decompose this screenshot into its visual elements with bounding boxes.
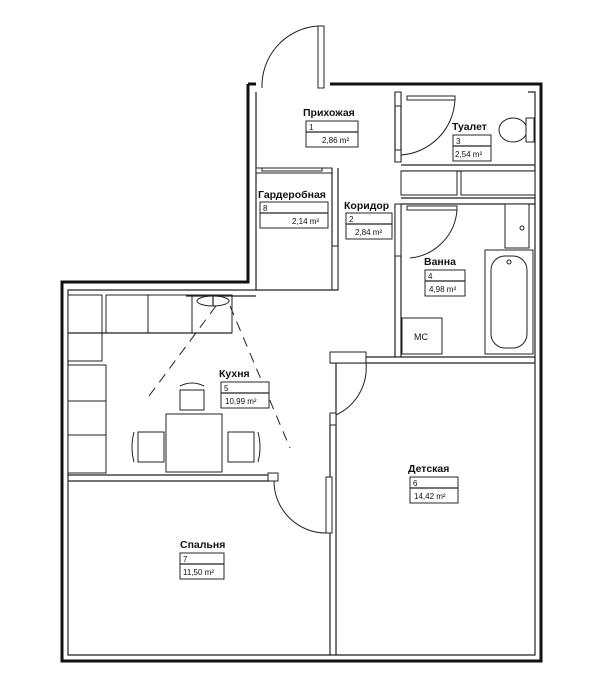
room-area: 10,99 m² <box>225 397 257 406</box>
room-number: 3 <box>456 137 461 146</box>
hood-lines <box>145 305 291 449</box>
entrance-wall <box>261 25 325 89</box>
room-area: 2,84 m² <box>355 228 382 237</box>
room-number: 1 <box>309 123 314 132</box>
mc-label: МС <box>414 332 428 342</box>
doors <box>261 95 458 534</box>
room-number: 4 <box>428 272 433 281</box>
room-number: 8 <box>263 204 268 213</box>
kitchen-cabinets <box>67 294 256 474</box>
room-area: 2,14 m² <box>292 217 319 226</box>
room-area: 2,54 m² <box>455 150 482 159</box>
room-number: 2 <box>349 215 354 224</box>
room-kitchen: Кухня 5 10,99 m² <box>219 368 270 409</box>
mc-box: МС <box>401 317 443 355</box>
room-name: Туалет <box>452 121 487 133</box>
bathtub <box>484 203 534 355</box>
toilet-fixture <box>498 117 535 143</box>
room-name: Спальня <box>180 539 225 551</box>
room-name: Детская <box>408 463 449 475</box>
room-number: 6 <box>413 479 418 488</box>
room-corridor: Коридор 2 2,84 m² <box>344 200 393 240</box>
room-wardrobe: Гардеробная 8 2,14 m² <box>258 189 329 229</box>
room-name: Коридор <box>344 200 389 212</box>
room-bedroom: Спальня 7 11,50 m² <box>179 539 225 580</box>
room-number: 7 <box>183 555 188 564</box>
room-area: 11,50 m² <box>183 568 214 577</box>
interior-walls <box>68 91 536 655</box>
room-kids: Детская 6 14,42 m² <box>408 463 459 504</box>
room-area: 2,86 m² <box>322 136 349 145</box>
room-name: Гардеробная <box>258 189 326 201</box>
dining-table <box>131 382 261 473</box>
room-name: Ванна <box>424 256 456 268</box>
room-area: 4,98 m² <box>429 285 456 294</box>
room-hall: Прихожая 1 2,86 m² <box>303 107 359 148</box>
room-area: 14,42 m² <box>414 492 446 501</box>
room-bath: Ванна 4 4,98 m² <box>424 256 466 297</box>
room-name: Прихожая <box>303 107 355 119</box>
room-name: Кухня <box>219 368 250 380</box>
room-number: 5 <box>224 384 229 393</box>
room-toilet: Туалет 3 2,54 m² <box>452 121 492 162</box>
